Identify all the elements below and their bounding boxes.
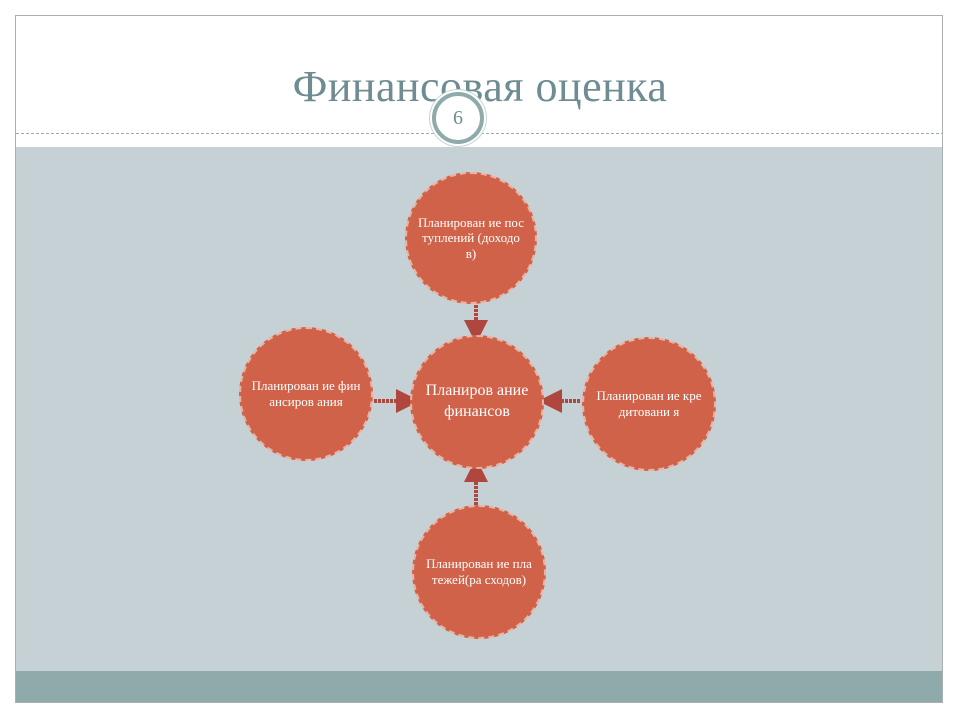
footer-band xyxy=(16,671,942,702)
node-financing-planning: Планирован ие финансиров ания xyxy=(239,327,373,461)
page-number-badge: 6 xyxy=(432,92,484,144)
node-expense-planning: Планирован ие платежей(ра сходов) xyxy=(412,505,546,639)
node-revenue-planning: Планирован ие поступлений (доходов) xyxy=(405,172,537,304)
page-number: 6 xyxy=(453,106,463,129)
node-credit-planning: Планирован ие кредитовани я xyxy=(582,337,716,471)
title-divider xyxy=(16,133,942,134)
node-finance-planning-center: Планиров ание финансов xyxy=(410,335,544,469)
